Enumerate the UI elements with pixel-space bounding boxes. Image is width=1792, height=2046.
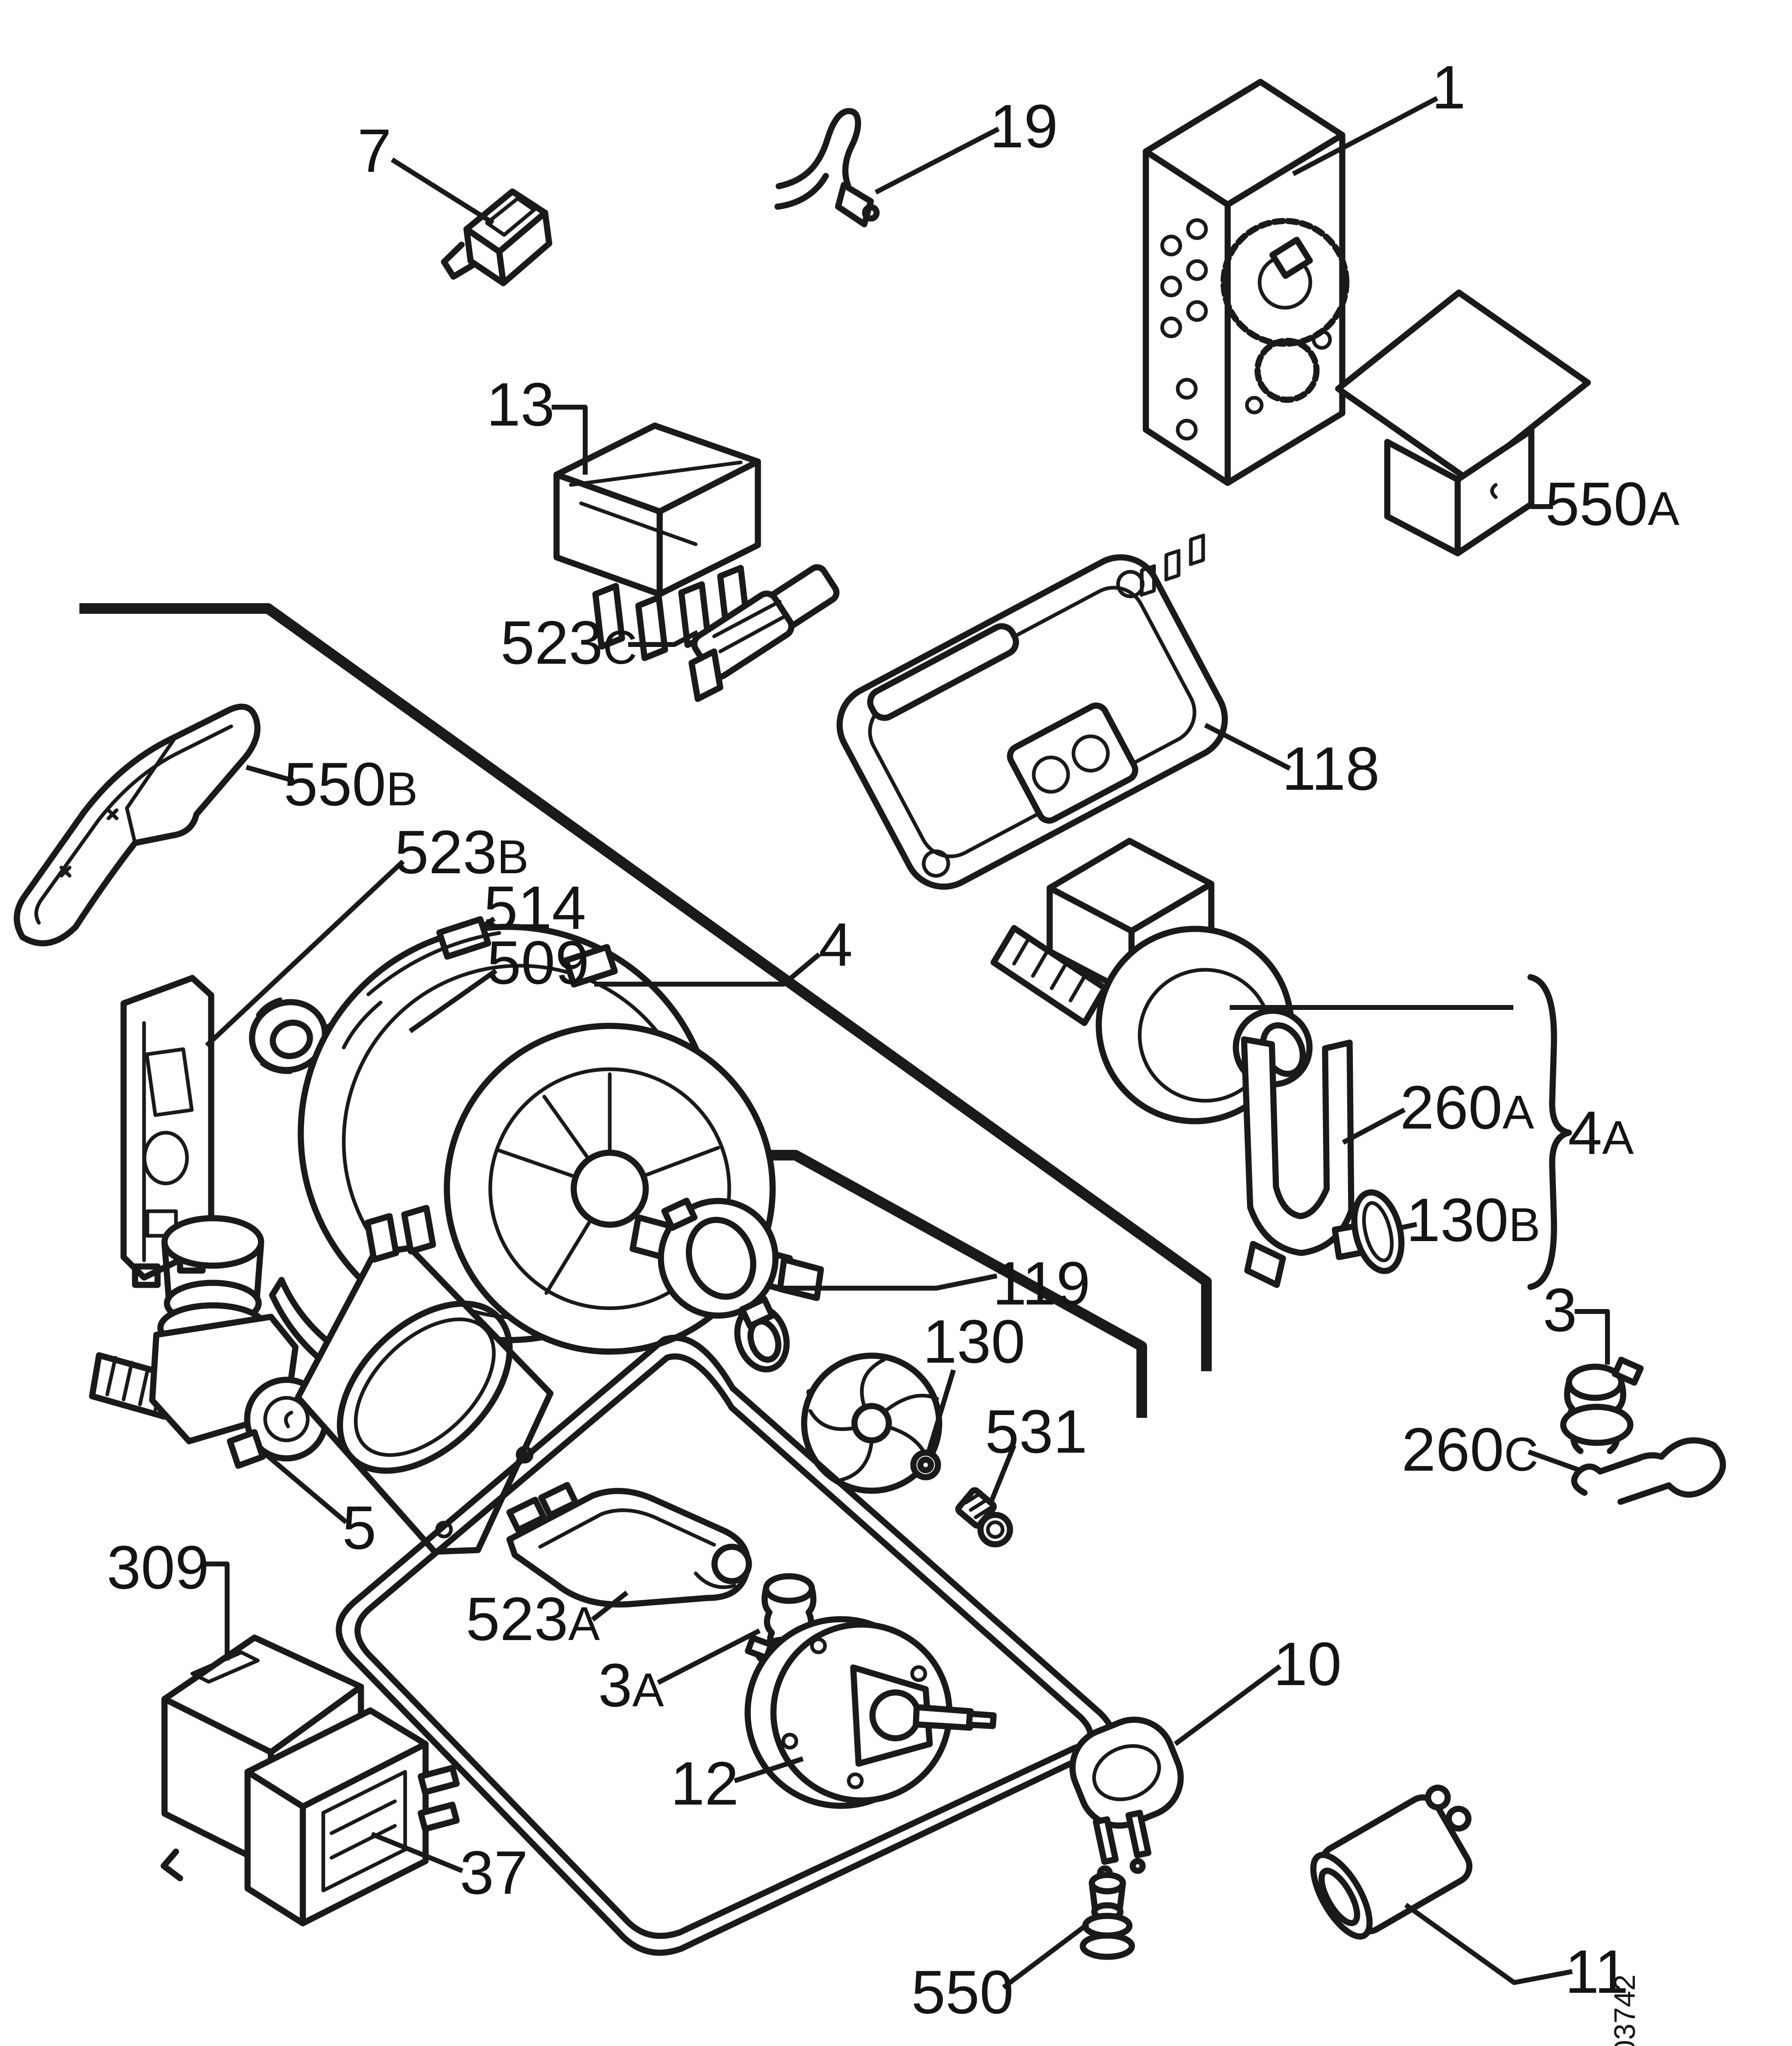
leader-19: [875, 126, 1000, 195]
label-11: 11: [1565, 1937, 1629, 2006]
label-523C: 523C: [500, 608, 637, 677]
label-118: 118: [1282, 734, 1380, 803]
label-10: 10: [1274, 1629, 1342, 1698]
label-19: 19: [990, 92, 1058, 160]
leader-3A: [657, 1628, 761, 1685]
part-cover-box-550A: [1335, 289, 1591, 557]
part-seal-housing-119: [658, 1197, 779, 1329]
part-fuse-link-523C: [688, 564, 840, 702]
label-37: 37: [460, 1838, 528, 1907]
label-3A: 3A: [598, 1651, 664, 1719]
leader-12: [734, 1756, 804, 1783]
label-7: 7: [357, 116, 391, 185]
part-timer-1: [1143, 79, 1350, 486]
label-119: 119: [992, 1249, 1090, 1318]
leader-11: [1404, 1903, 1573, 1985]
label-260C: 260C: [1402, 1415, 1538, 1484]
leader-509: [408, 969, 498, 1033]
label-130B: 130B: [1406, 1185, 1540, 1254]
document-number: 91103742: [1609, 1974, 1641, 2046]
leader-13: [552, 405, 588, 475]
leader-4: [594, 952, 821, 987]
part-bracket-523B: [120, 975, 214, 1288]
part-clamp-260A: [1241, 1036, 1378, 1288]
leader-1: [1292, 96, 1438, 176]
leader-130B: [1400, 1222, 1418, 1230]
label-550B: 550B: [284, 750, 418, 818]
label-3: 3: [1543, 1275, 1577, 1344]
leader-260C: [1527, 1449, 1580, 1472]
leader-37: [370, 1832, 464, 1873]
label-13: 13: [487, 370, 555, 439]
part-screw-531: [955, 1487, 1013, 1548]
label-531: 531: [985, 1397, 1087, 1466]
part-inlet-valve-5: [89, 1215, 329, 1469]
leader-260A: [1342, 1107, 1406, 1145]
leader-531: [988, 1444, 1017, 1505]
brace-4A: [1527, 974, 1572, 1290]
part-grommet-550: [1080, 1872, 1135, 1960]
divider-line-upper: [79, 603, 1212, 1371]
leader-119: [774, 1273, 998, 1291]
callout-labels: 7 19 1 550A 13 523C 118 550B 523B 514 50…: [107, 53, 1680, 2026]
leader-309: [203, 1562, 230, 1661]
label-1: 1: [1431, 53, 1465, 122]
label-550: 550: [911, 1958, 1014, 2026]
label-309: 309: [107, 1533, 209, 1602]
part-heater-flange-12: [744, 1616, 997, 1809]
part-terminal-block-13: [553, 422, 761, 661]
leader-10: [1174, 1664, 1282, 1746]
leader-523C: [628, 630, 699, 647]
leader-130: [926, 1369, 956, 1454]
part-cover-550B: [14, 703, 261, 946]
part-capacitor-11: [1310, 1785, 1473, 1940]
part-switch-37: [244, 1707, 460, 1927]
leader-118: [1204, 723, 1291, 771]
leader-550: [1002, 1922, 1089, 1990]
leader-3: [1575, 1309, 1610, 1365]
leader-550B: [246, 765, 295, 783]
label-4: 4: [818, 910, 852, 979]
part-thermostat-3: [1560, 1356, 1644, 1454]
label-523B: 523B: [394, 818, 529, 886]
leader-7: [390, 157, 495, 225]
label-514: 514: [484, 873, 586, 942]
part-cable-19: [774, 108, 880, 228]
part-bracket-523A: [506, 1482, 752, 1608]
part-heating-element-10: [336, 1334, 1184, 1956]
part-suppressor-connector-7: [441, 188, 552, 286]
divider-line-lower: [761, 1150, 1147, 1418]
label-5: 5: [342, 1493, 376, 1562]
leader-523B: [205, 859, 405, 1048]
part-bearing-130: [910, 1449, 941, 1480]
label-4A: 4A: [1568, 1098, 1634, 1167]
leader-550A: [1529, 477, 1553, 509]
leader-5: [261, 1450, 348, 1524]
label-130: 130: [923, 1307, 1025, 1376]
leader-523A: [591, 1591, 629, 1622]
label-509: 509: [487, 928, 589, 997]
label-12: 12: [671, 1749, 739, 1818]
part-oring-130B: [1351, 1189, 1405, 1274]
part-wire-clip-260C: [1571, 1437, 1726, 1505]
label-523A: 523A: [466, 1584, 600, 1653]
part-shaft-seal-514: [249, 997, 328, 1074]
part-control-module-118: [836, 554, 1228, 890]
label-260A: 260A: [1400, 1073, 1534, 1142]
label-550A: 550A: [1545, 469, 1679, 538]
